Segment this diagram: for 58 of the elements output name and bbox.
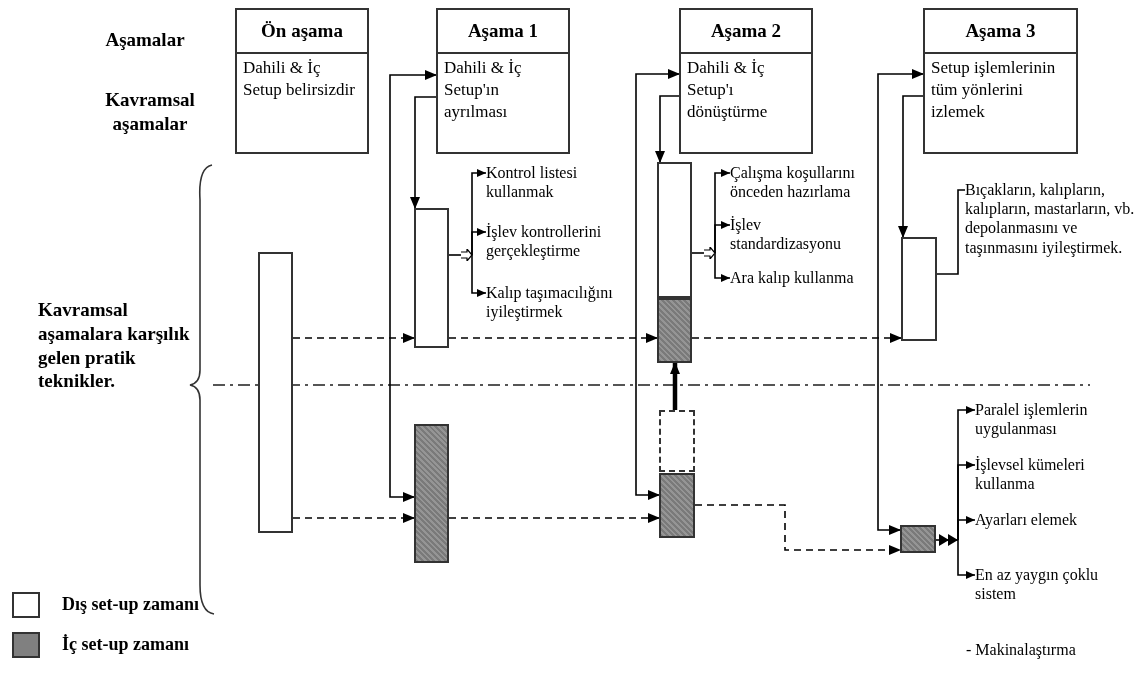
arrow xyxy=(655,95,680,163)
technique-text: Paralel işlemlerin uygulanması xyxy=(975,400,1137,439)
stage-description: Dahili & İç Setup belirsizdir xyxy=(242,57,356,102)
stage-title: Aşama 1 xyxy=(438,10,568,54)
technique-text: İşlev kontrollerini gerçekleştirme xyxy=(486,222,632,261)
stage-box xyxy=(679,8,813,154)
dashed-arrow xyxy=(292,513,415,523)
technique-text: - Makinalaştırma xyxy=(966,640,1077,660)
technique-text: Kontrol listesi kullanmak xyxy=(486,163,632,202)
time-bar xyxy=(901,237,937,341)
arrow xyxy=(635,69,680,500)
row-heading: Kavramsal aşamalar xyxy=(104,88,196,136)
arrow xyxy=(898,95,924,238)
stage-description: Setup işlemlerinin tüm yönlerini izlemek xyxy=(930,57,1057,124)
time-bar xyxy=(657,162,692,298)
arrow xyxy=(670,362,680,410)
stage-box xyxy=(235,8,369,154)
arrow xyxy=(877,69,924,535)
bracket-arrow xyxy=(471,254,487,297)
time-bar xyxy=(900,525,936,553)
arrow xyxy=(389,70,437,502)
technique-text: Ara kalıp kullanma xyxy=(730,268,876,288)
technique-text: Çalışma koşullarını önceden hazırlama xyxy=(730,163,876,202)
stage-description: Dahili & İç Setup'ın ayrılması xyxy=(443,57,523,124)
legend-text: İç set-up zamanı xyxy=(62,633,189,656)
dashed-arrow xyxy=(691,333,902,343)
stage-box xyxy=(436,8,570,154)
stage-title: Aşama 3 xyxy=(925,10,1076,54)
legend-text: Dış set-up zamanı xyxy=(62,593,199,616)
dashed-arrow xyxy=(448,333,658,343)
row-heading: Aşamalar xyxy=(104,28,186,52)
technique-text: Kalıp taşımacılığını iyileştirmek xyxy=(486,283,632,322)
time-bar xyxy=(258,252,293,533)
stage-title: Ön aşama xyxy=(237,10,367,54)
bracket-arrow xyxy=(714,221,731,254)
stage-box xyxy=(923,8,1078,154)
technique-text: Bıçakların, kalıpların, kalıpların, mastarların, vb. depolanmasını ve taşınmasını iyileştirmek. xyxy=(965,180,1137,257)
technique-text: İşlev standardizasyonu xyxy=(730,215,876,254)
dashed-bar xyxy=(659,410,695,472)
dashed-arrow xyxy=(292,333,415,343)
bracket-arrow xyxy=(714,252,731,282)
bracket-arrow xyxy=(957,539,976,579)
bracket-arrow xyxy=(957,516,976,541)
arrow xyxy=(410,96,437,209)
time-bar xyxy=(659,473,695,538)
stage-title: Aşama 2 xyxy=(681,10,811,54)
stage-description: Dahili & İç Setup'ı dönüştürme xyxy=(686,57,769,124)
technique-text: İşlevsel kümeleri kullanma xyxy=(975,455,1137,494)
dashed-arrow xyxy=(448,513,660,523)
row-heading: Kavramsal aşamalara karşılık gelen pratik teknikler. xyxy=(38,298,191,393)
time-bar xyxy=(414,208,449,348)
time-bar xyxy=(414,424,449,563)
dashed-arrow xyxy=(694,504,901,555)
connector-line xyxy=(936,189,966,275)
technique-text: Ayarları elemek xyxy=(975,510,1137,530)
time-bar xyxy=(657,298,692,363)
bracket-arrow xyxy=(471,228,487,256)
technique-text: En az yaygın çoklu sistem xyxy=(975,565,1137,604)
